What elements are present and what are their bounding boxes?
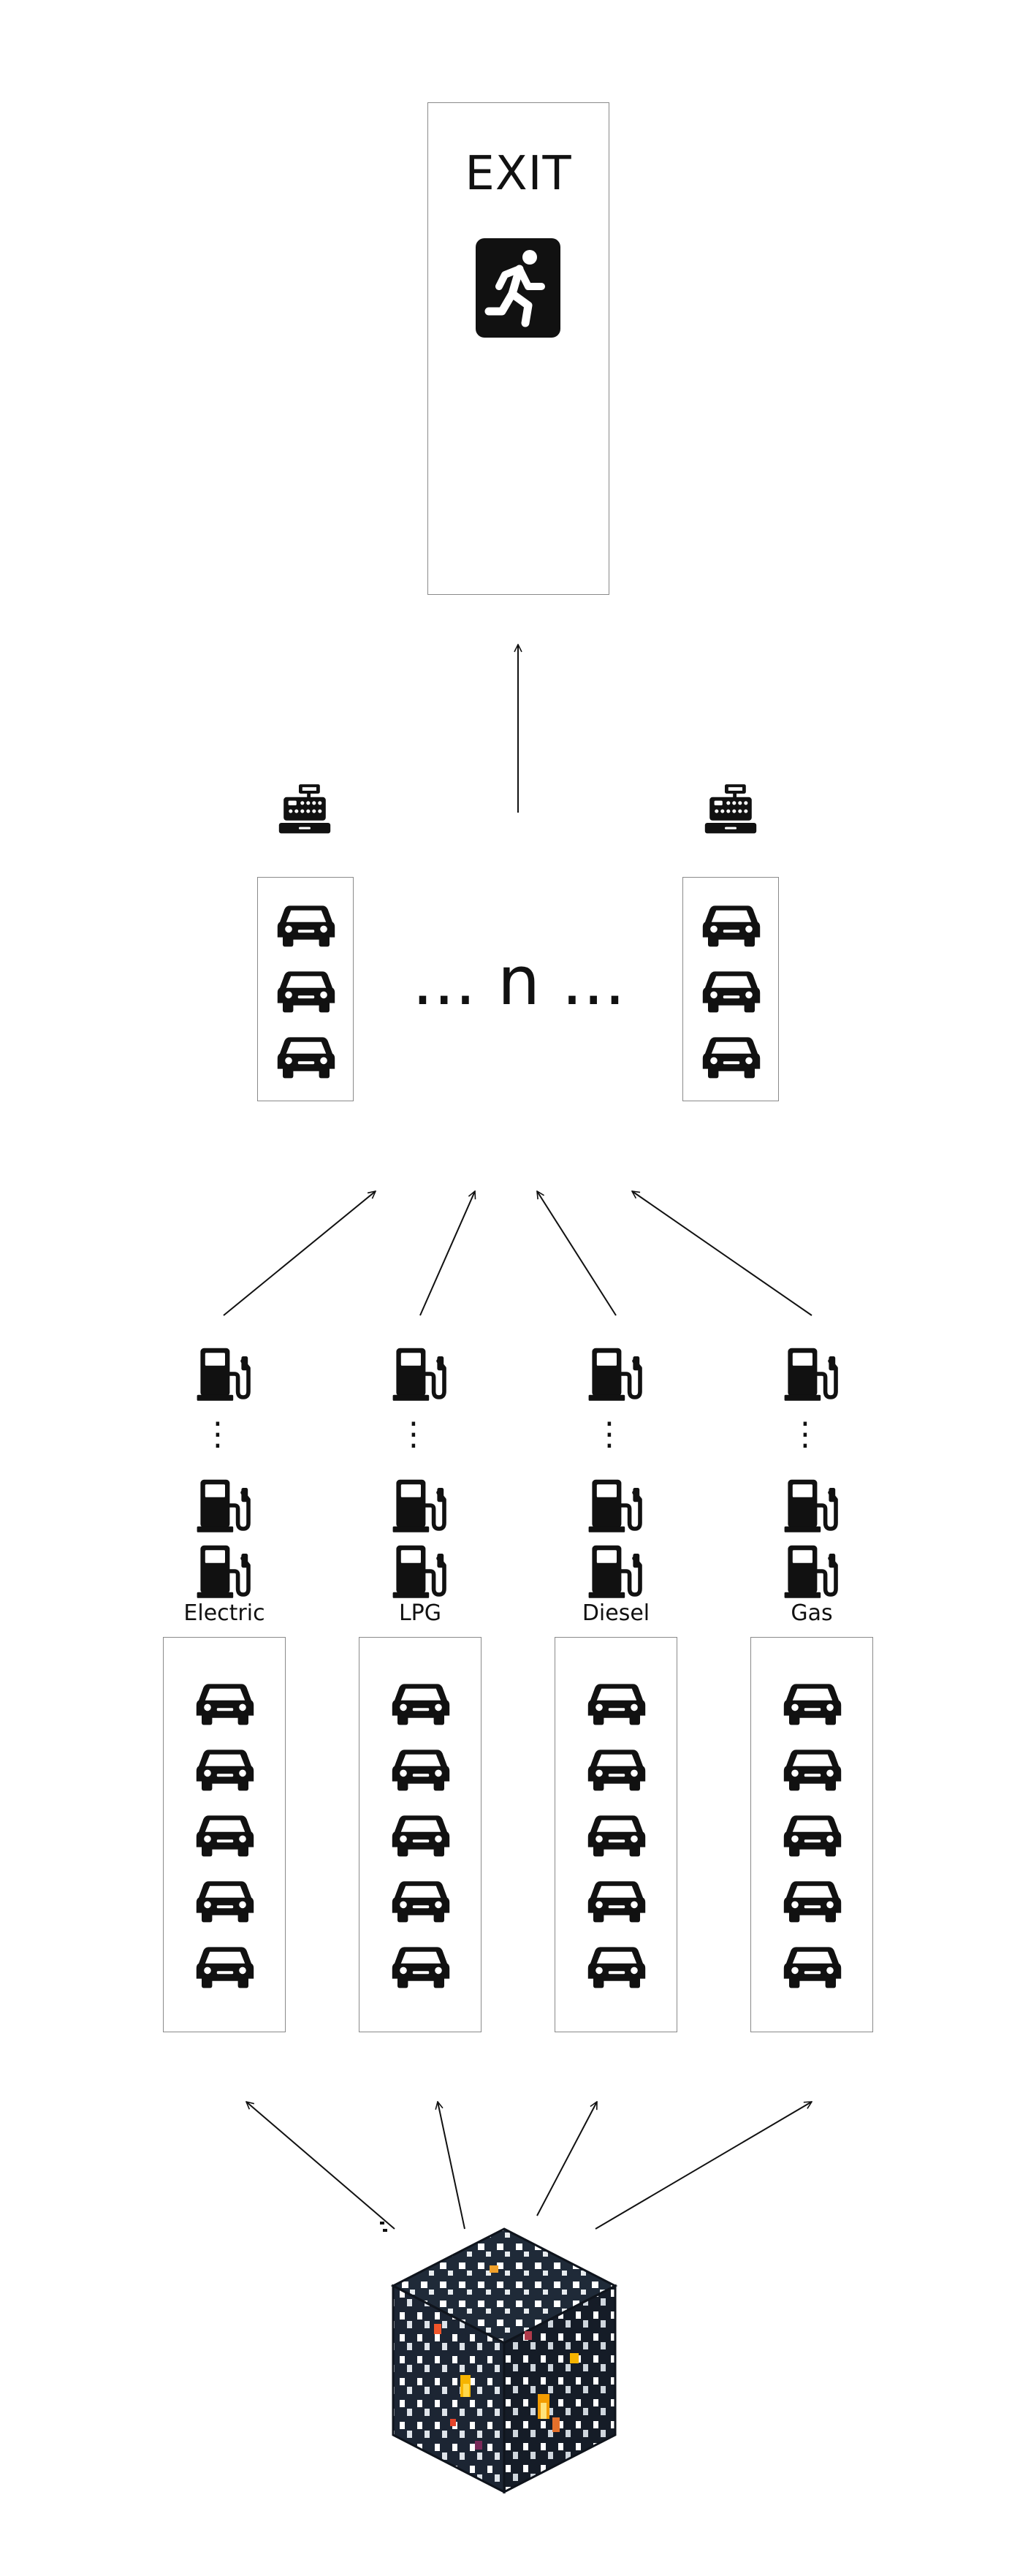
car-icon [196, 1942, 254, 1989]
fuel-pump-icon [783, 1542, 842, 1600]
fuel-queue-gas [750, 1637, 873, 2032]
car-icon [392, 1877, 450, 1923]
car-icon [196, 1679, 254, 1726]
car-icon [587, 1942, 646, 1989]
car-icon [587, 1679, 646, 1726]
car-icon [587, 1811, 646, 1858]
arrow-gas-to-checkout [632, 1191, 812, 1316]
fuel-pump-icon [783, 1476, 842, 1535]
car-icon [392, 1811, 450, 1858]
car-icon [783, 1877, 842, 1923]
arrow-lpg-to-checkout [419, 1191, 475, 1316]
fuel-pump-icon [587, 1345, 646, 1403]
car-icon [702, 967, 761, 1014]
car-icon [587, 1877, 646, 1923]
car-icon [196, 1745, 254, 1792]
car-icon [783, 1679, 842, 1726]
arrow-spawner-to-electric [246, 2102, 395, 2230]
fuel-queue-electric [163, 1637, 286, 2032]
checkout-lanes-count-label: ... n ... [411, 942, 626, 1020]
fuel-pump-icon [392, 1476, 450, 1535]
car-icon [392, 1745, 450, 1792]
cash-register-icon [275, 782, 334, 840]
fuel-queue-lpg [359, 1637, 482, 2032]
arrow-spawner-to-diesel [536, 2102, 598, 2216]
car-icon [277, 967, 335, 1014]
fuel-pump-icon [196, 1345, 254, 1403]
car-icon [196, 1877, 254, 1923]
exit-sign: EXIT [427, 102, 609, 595]
pump-ellipsis: ⋮ [593, 1416, 625, 1453]
emergency-exit-icon [476, 238, 560, 338]
arrow-electric-to-checkout [223, 1191, 376, 1316]
arrow-spawner-to-gas [595, 2102, 812, 2230]
car-icon [587, 1745, 646, 1792]
car-icon [783, 1811, 842, 1858]
car-icon [392, 1679, 450, 1726]
pump-ellipsis: ⋮ [202, 1416, 234, 1453]
fuel-pump-icon [392, 1345, 450, 1403]
pump-ellipsis: ⋮ [789, 1416, 821, 1453]
car-icon [783, 1745, 842, 1792]
checkout-lane-first [257, 877, 354, 1101]
fuel-pump-icon [587, 1476, 646, 1535]
car-icon [277, 1033, 335, 1079]
fuel-type-label: LPG [398, 1600, 442, 1626]
arrow-spawner-to-lpg [438, 2102, 465, 2230]
exit-title: EXIT [465, 147, 572, 201]
car-icon [702, 901, 761, 948]
car-icon [277, 901, 335, 948]
car-icon [783, 1942, 842, 1989]
fuel-type-label: Gas [791, 1600, 833, 1626]
fuel-pump-icon [196, 1476, 254, 1535]
pump-ellipsis: ⋮ [397, 1416, 430, 1453]
fuel-type-label: Diesel [582, 1600, 650, 1626]
fuel-type-label: Electric [183, 1600, 265, 1626]
car-icon [702, 1033, 761, 1079]
mob-spawner-cube-icon [380, 2222, 618, 2494]
car-icon [196, 1811, 254, 1858]
fuel-queue-diesel [555, 1637, 677, 2032]
car-icon [392, 1942, 450, 1989]
fuel-pump-icon [587, 1542, 646, 1600]
fuel-pump-icon [196, 1542, 254, 1600]
fuel-pump-icon [783, 1345, 842, 1403]
cash-register-icon [701, 782, 760, 840]
arrow-diesel-to-checkout [537, 1191, 617, 1316]
checkout-lane-last [682, 877, 779, 1101]
fuel-pump-icon [392, 1542, 450, 1600]
